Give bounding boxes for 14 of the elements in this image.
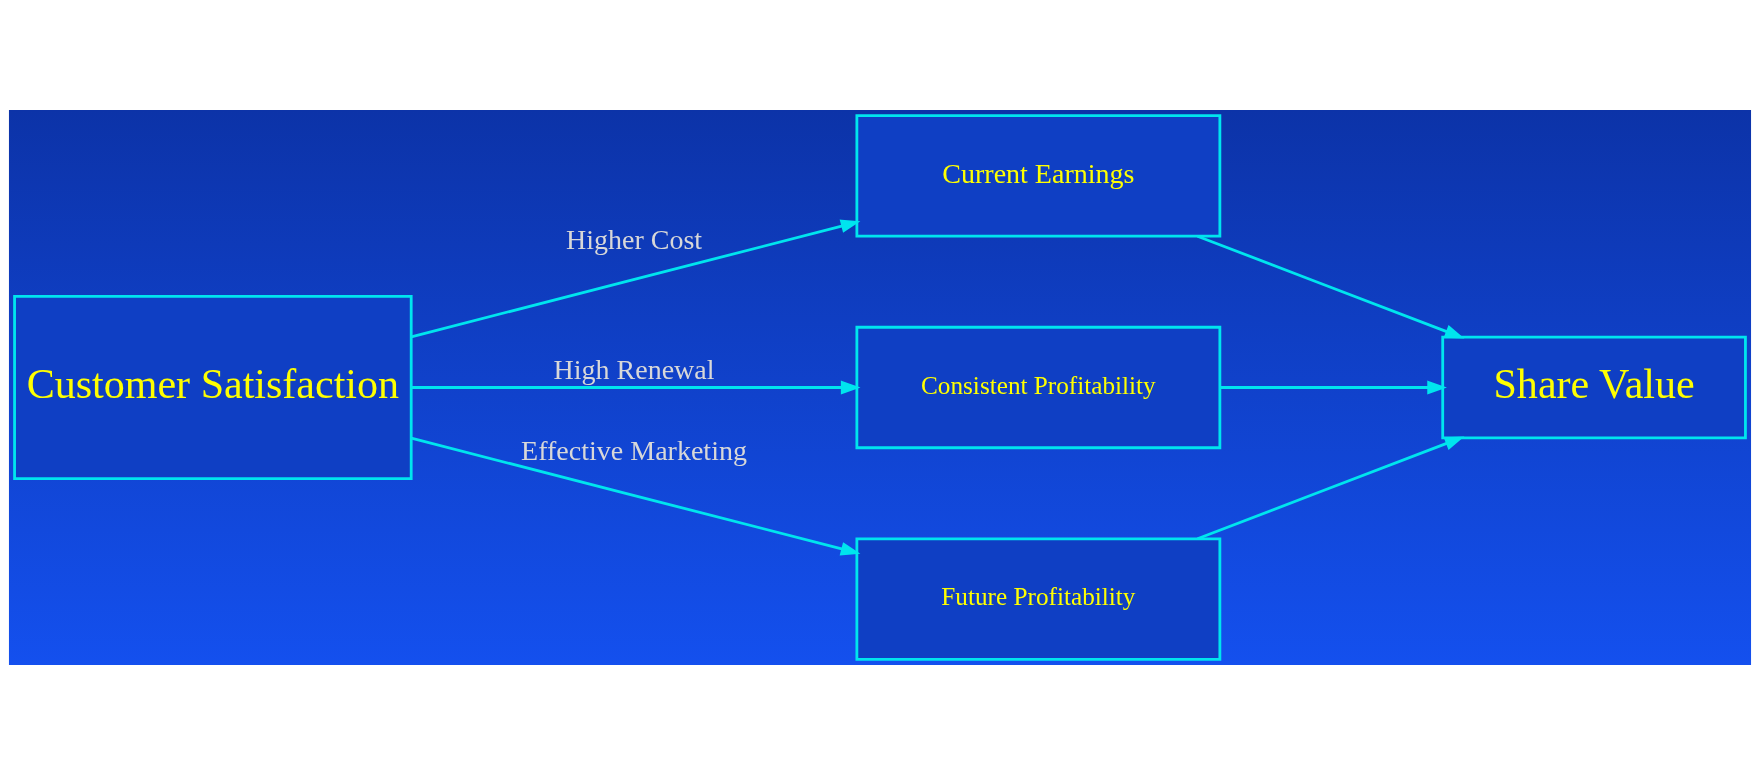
edge-label: Effective Marketing — [521, 435, 747, 467]
node-box: Customer Satisfaction — [13, 295, 413, 480]
arrow — [411, 219, 861, 339]
edge-label: Higher Cost — [565, 223, 703, 255]
arrow — [411, 380, 861, 395]
arrow — [1196, 234, 1465, 339]
node-box: Consistent Profitability — [855, 325, 1222, 450]
arrow — [411, 436, 861, 556]
node-box: Future Profitability — [855, 537, 1222, 661]
arrow — [1196, 436, 1465, 541]
node-box: Current Earnings — [855, 114, 1222, 238]
arrow — [1220, 380, 1447, 395]
node-box: Share Value — [1441, 335, 1747, 440]
edge-label: High Renewal — [553, 354, 715, 386]
